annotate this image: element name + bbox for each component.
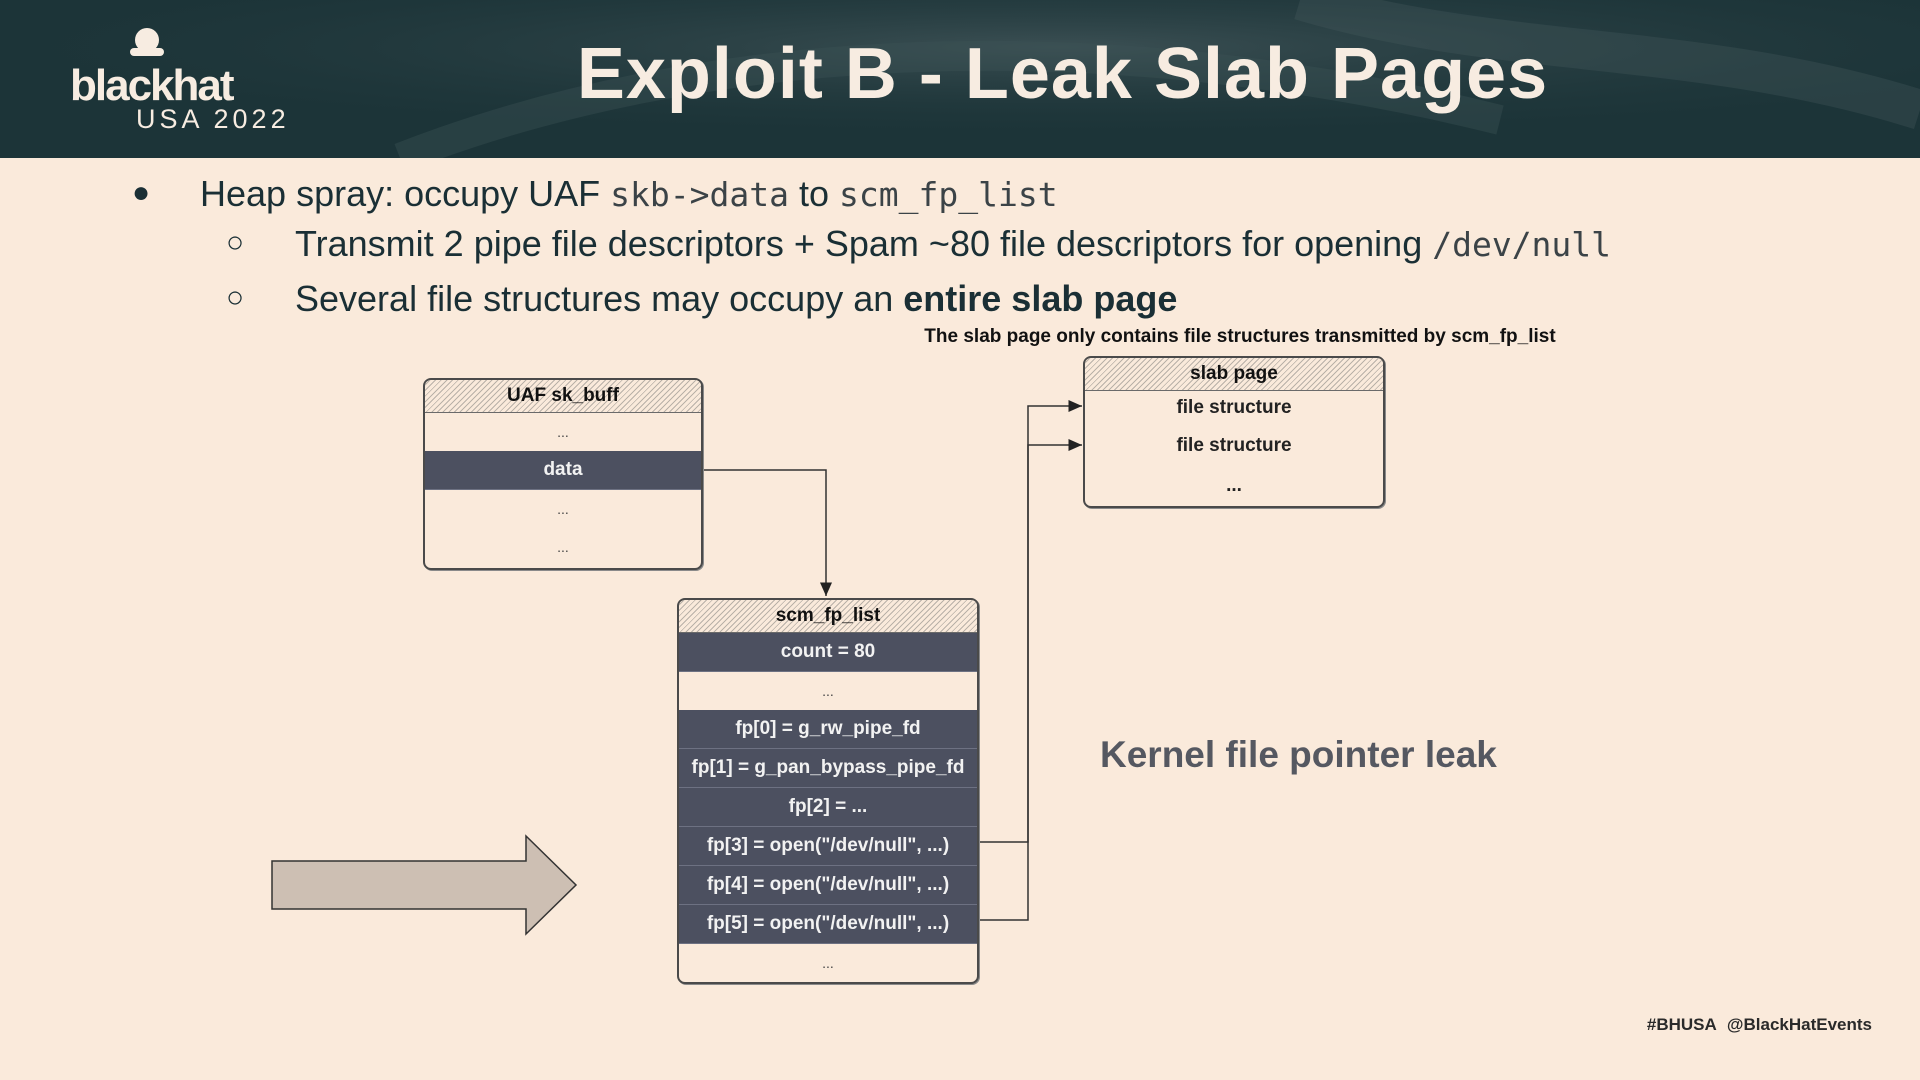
slab-page-box: slab page file structure file structure … — [1083, 356, 1385, 508]
footer-handle: @BlackHatEvents — [1726, 1015, 1872, 1034]
header-texture — [0, 0, 1920, 158]
connector-data-to-scm — [700, 469, 832, 596]
slab-box-title: slab page — [1085, 358, 1383, 391]
uaf-row: ... — [557, 424, 569, 440]
bullet-text: to — [788, 173, 840, 214]
code-scm-fp-list: scm_fp_list — [839, 175, 1058, 214]
scm-fp-list-box: scm_fp_list count = 80 ... fp[0] = g_rw_… — [677, 598, 979, 984]
bullet-text: Transmit 2 pipe file descriptors + Spam … — [295, 223, 1433, 264]
scm-row: ... — [822, 955, 834, 971]
bullet-text: Heap spray: occupy UAF — [200, 173, 611, 214]
slab-note: The slab page only contains file structu… — [924, 326, 1556, 347]
scm-row-fp1: fp[1] = g_pan_bypass_pipe_fd — [679, 749, 977, 788]
uaf-row: ... — [557, 501, 569, 517]
scm-row-fp5: fp[5] = open("/dev/null", ...) — [679, 905, 977, 944]
slab-row: file structure — [1176, 397, 1292, 418]
slab-row: ... — [1226, 475, 1242, 496]
hat-icon — [130, 28, 164, 56]
bullet-item-3: Several file structures may occupy an en… — [295, 277, 1177, 321]
bullet-item-1: Heap spray: occupy UAF skb->data to scm_… — [200, 172, 1058, 217]
scm-row-fp2: fp[2] = ... — [679, 788, 977, 827]
scm-box-title: scm_fp_list — [679, 600, 977, 633]
connector-fp3-to-slab — [977, 400, 1082, 843]
scm-row-fp0: fp[0] = g_rw_pipe_fd — [679, 710, 977, 749]
kernel-leak-caption: Kernel file pointer leak — [1100, 734, 1497, 775]
scm-row-fp3: fp[3] = open("/dev/null", ...) — [679, 827, 977, 866]
slide-header: blackhat USA 2022 Exploit B - Leak Slab … — [0, 0, 1920, 158]
uaf-sk-buff-box: UAF sk_buff ... data ... ... — [423, 378, 703, 570]
footer-hashtag: #BHUSA — [1646, 1015, 1717, 1034]
slab-row: file structure — [1176, 435, 1292, 456]
logo-subtext: USA 2022 — [136, 104, 290, 134]
footer: #BHUSA @BlackHatEvents — [1647, 1015, 1872, 1035]
uaf-box-title: UAF sk_buff — [425, 380, 701, 413]
bullet-marker: ● — [132, 176, 151, 209]
logo-text: blackhat — [70, 61, 235, 110]
bullet-emphasis: entire slab page — [903, 278, 1178, 319]
scm-row-fp4: fp[4] = open("/dev/null", ...) — [679, 866, 977, 905]
code-skb-data: skb->data — [610, 175, 789, 214]
connector-fp5-to-slab — [977, 439, 1082, 921]
bullet-item-2: Transmit 2 pipe file descriptors + Spam … — [295, 222, 1611, 267]
uaf-row: ... — [557, 539, 569, 555]
sub-bullet-marker: ○ — [226, 226, 245, 259]
scm-row: ... — [822, 683, 834, 699]
blackhat-logo: blackhat USA 2022 — [70, 26, 330, 136]
slide-title: Exploit B - Leak Slab Pages — [576, 34, 1549, 114]
sub-bullet-marker: ○ — [226, 281, 245, 314]
big-arrow-icon — [271, 834, 578, 936]
uaf-row-data: data — [425, 451, 701, 490]
code-dev-null: /dev/null — [1432, 225, 1612, 264]
bullet-text: Several file structures may occupy an — [295, 278, 904, 319]
scm-row-count: count = 80 — [679, 633, 977, 672]
